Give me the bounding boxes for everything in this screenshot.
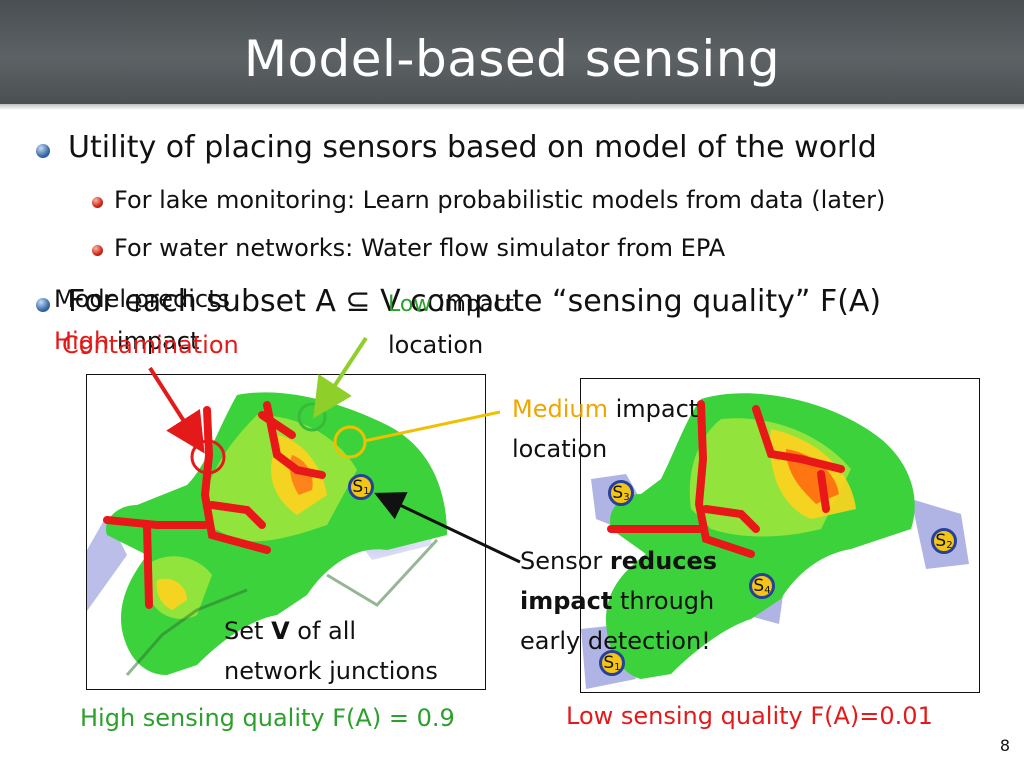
sensor-marker-left-s1: S1 (348, 474, 374, 500)
sensor-index: 1 (363, 486, 370, 497)
annotation-low-impact: Low impact (388, 292, 515, 317)
annotation-network-junctions: network junctions (224, 657, 438, 685)
caption-left: High sensing quality F(A) = 0.9 (80, 704, 455, 732)
bullet-main-2: For each subset A ⊆ V compute “sensing q… (68, 284, 882, 319)
sensor-index: 3 (623, 492, 630, 503)
bullet-sub-2: For water networks: Water flow simulator… (114, 234, 726, 262)
bullet-icon (36, 144, 50, 158)
bullet-main-1: Utility of placing sensors based on mode… (68, 130, 877, 165)
title-bar: Model-based sensing (0, 0, 1024, 110)
slide-title: Model-based sensing (243, 30, 781, 88)
sensor-letter: S (612, 483, 624, 503)
bullet-icon (36, 298, 50, 312)
sensor-letter: S (603, 653, 615, 673)
sensor-letter: S (753, 576, 765, 596)
annotation-contamination: Contamination (62, 331, 239, 359)
caption-right: Low sensing quality F(A)=0.01 (566, 702, 933, 730)
annotation-early-detection: early detection! (520, 627, 711, 655)
sensor-letter: S (935, 531, 947, 551)
sensor-index: 2 (946, 540, 953, 551)
annotation-impact-through: impact through (520, 587, 715, 615)
sensor-marker-right-s3: S3 (608, 480, 634, 506)
sensor-marker-right-s1: S1 (599, 650, 625, 676)
bullet-icon (92, 197, 103, 208)
annotation-model-predicts: Model predicts (54, 285, 231, 313)
sensor-index: 1 (614, 662, 621, 673)
annotation-medium-location: location (512, 435, 608, 463)
bullet-sub-1: For lake monitoring: Learn probabilistic… (114, 186, 886, 214)
sensor-index: 4 (764, 585, 771, 596)
annotation-low-location: location (388, 331, 484, 359)
annotation-high-impact: High impact (54, 327, 200, 355)
bullet-icon (92, 245, 103, 256)
annotation-set-v: Set V of all (224, 617, 357, 645)
sensor-marker-right-s2: S2 (931, 528, 957, 554)
sensor-letter: S (352, 477, 364, 497)
annotation-sensor-reduces: Sensor reduces (520, 547, 718, 575)
page-number: 8 (999, 736, 1010, 755)
annotation-medium-impact: Medium impact (512, 395, 699, 423)
sensor-marker-right-s4: S4 (749, 573, 775, 599)
